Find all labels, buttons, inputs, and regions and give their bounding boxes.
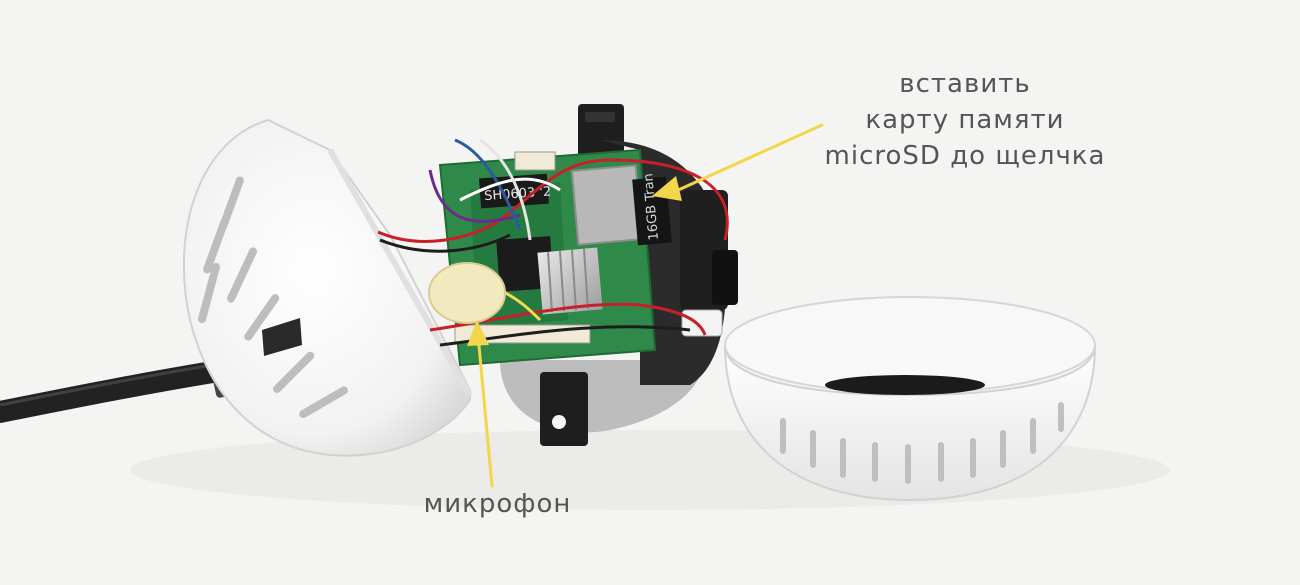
dome-housing	[183, 118, 473, 457]
microsd-instruction-label: вставить карту памяти microSD до щелчка	[800, 66, 1130, 174]
ring-vents	[780, 402, 1064, 484]
bottom-ring	[724, 296, 1096, 502]
annotation-arrows	[467, 123, 824, 488]
microsd-label-line-2: карту памяти	[865, 105, 1065, 135]
sd-card-arrow	[663, 123, 824, 198]
dome-vents	[198, 176, 348, 418]
microsd-slot: 16GB Tran	[570, 164, 672, 246]
microsd-card-marking: 16GB Tran	[641, 173, 662, 241]
microphone-component	[428, 262, 506, 324]
microsd-label-line-3: microSD до щелчка	[824, 141, 1106, 171]
camera-module: SH0603 '2 16GB Tran	[377, 104, 738, 446]
microphone-label: микрофон	[423, 489, 572, 519]
microphone-arrow	[476, 333, 494, 488]
heat-sink	[537, 247, 603, 315]
microsd-label-line-1: вставить	[899, 69, 1031, 99]
